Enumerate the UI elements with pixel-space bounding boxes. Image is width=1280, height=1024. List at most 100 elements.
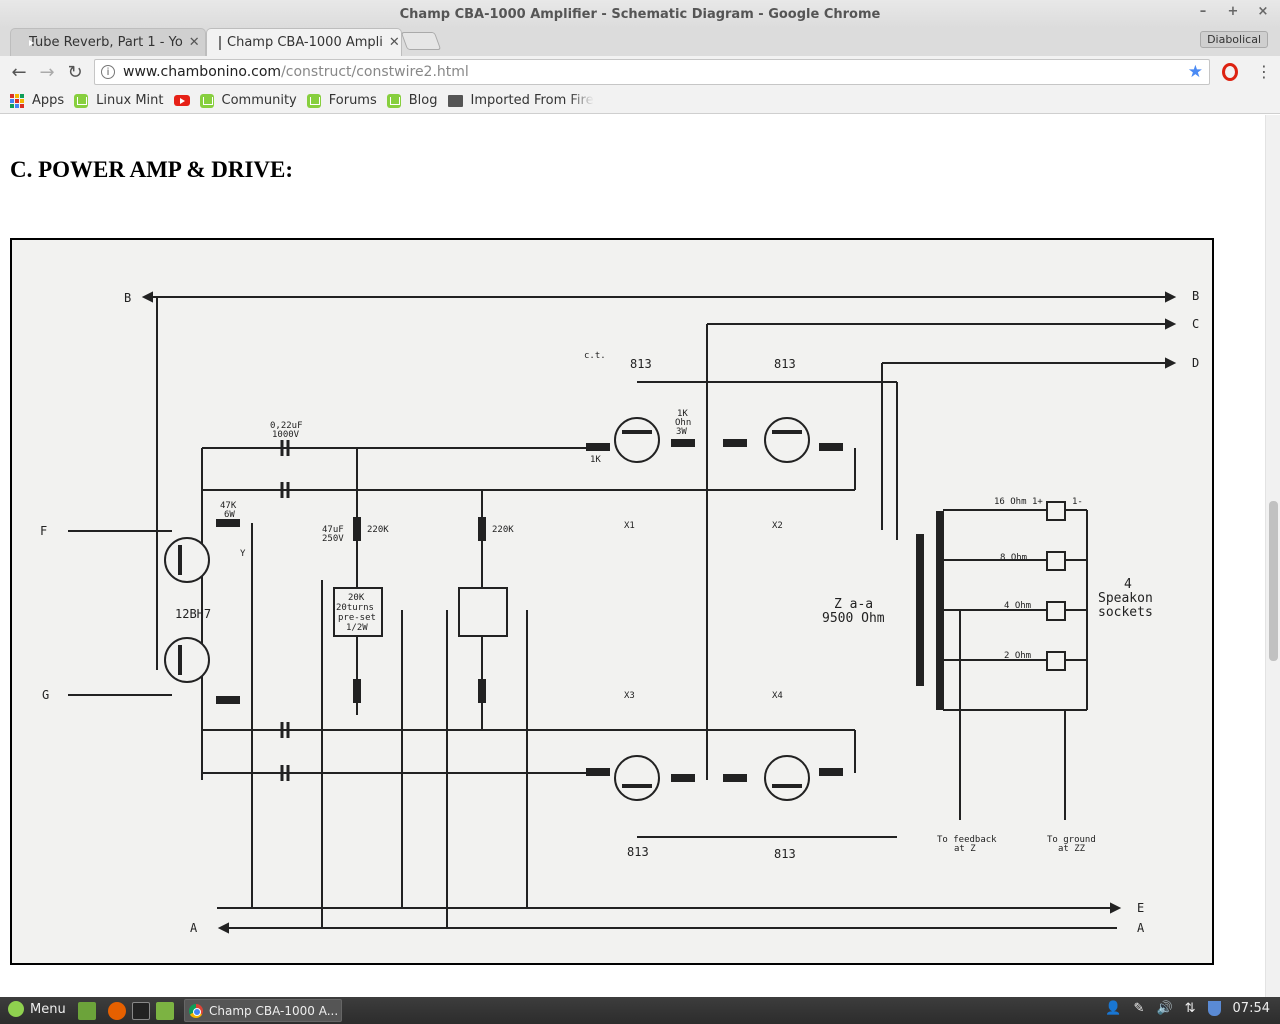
bookmark-youtube[interactable] bbox=[173, 91, 190, 111]
resistor-watt: 3W bbox=[676, 427, 687, 437]
note: at ZZ bbox=[1058, 844, 1086, 854]
reload-icon[interactable]: ↻ bbox=[67, 61, 83, 83]
opera-extension-icon[interactable] bbox=[1222, 63, 1238, 81]
tap-pin: 1+ bbox=[1032, 497, 1043, 507]
terminal-label: C bbox=[1192, 317, 1199, 331]
preset-turns: 20turns bbox=[336, 603, 374, 613]
new-tab-button[interactable] bbox=[400, 32, 442, 50]
preset-watt: 1/2W bbox=[346, 623, 368, 633]
start-menu-button[interactable]: Menu bbox=[8, 1001, 66, 1017]
firefox-icon[interactable] bbox=[108, 1002, 126, 1020]
page-icon bbox=[219, 35, 221, 50]
sockets-label: sockets bbox=[1098, 605, 1153, 620]
pin-label: Y bbox=[240, 549, 246, 559]
show-desktop-icon[interactable] bbox=[78, 1002, 96, 1020]
mint-icon bbox=[306, 93, 321, 108]
resistor-value: 47K bbox=[220, 501, 237, 511]
chrome-icon bbox=[189, 1003, 203, 1018]
url-path: /construct/constwire2.html bbox=[281, 64, 469, 80]
kebab-menu-icon[interactable]: ⋮ bbox=[1256, 62, 1272, 81]
page-heading: C. POWER AMP & DRIVE: bbox=[10, 157, 294, 182]
taskbar-chrome-window[interactable]: Champ CBA-1000 A... bbox=[184, 999, 342, 1022]
user-icon[interactable]: 👤 bbox=[1105, 1001, 1122, 1016]
window-title: Champ CBA-1000 Amplifier - Schematic Dia… bbox=[399, 6, 881, 22]
bookmark-apps[interactable]: Apps bbox=[10, 91, 64, 111]
bookmark-folder-imported[interactable]: Imported From Fire bbox=[447, 91, 594, 111]
back-icon[interactable]: ← bbox=[11, 61, 27, 83]
clock[interactable]: 07:54 bbox=[1232, 1001, 1270, 1016]
bookmark-forums[interactable]: Forums bbox=[306, 91, 377, 111]
shield-icon[interactable] bbox=[1207, 1001, 1221, 1016]
note: To feedback bbox=[937, 835, 997, 845]
bookmark-blog[interactable]: Blog bbox=[386, 91, 438, 111]
mint-icon bbox=[386, 93, 401, 108]
tab-strip: Tube Reverb, Part 1 - Yo ✕ Champ CBA-100… bbox=[0, 28, 1280, 56]
pin-label: X3 bbox=[624, 691, 635, 701]
pin-label: X1 bbox=[624, 521, 635, 531]
terminal-label: F bbox=[40, 524, 47, 538]
mint-logo-icon bbox=[8, 1001, 24, 1017]
browser-toolbar: ← → ↻ i www.chambonino.com/construct/con… bbox=[0, 56, 1280, 88]
address-bar[interactable]: i www.chambonino.com/construct/constwire… bbox=[94, 59, 1210, 85]
files-icon[interactable] bbox=[156, 1002, 174, 1020]
scrollbar-thumb[interactable] bbox=[1269, 501, 1278, 661]
transformer-label: Z a-a bbox=[834, 597, 873, 612]
tab-label: Champ CBA-1000 Ampli bbox=[227, 35, 383, 50]
bookmark-community[interactable]: Community bbox=[199, 91, 297, 111]
bookmark-label: Community bbox=[221, 93, 297, 108]
close-tab-icon[interactable]: ✕ bbox=[388, 35, 400, 50]
terminal-label: A bbox=[1137, 921, 1145, 935]
resistor-value: 220K bbox=[492, 525, 514, 535]
mint-icon bbox=[199, 93, 214, 108]
terminal-label: G bbox=[42, 688, 49, 702]
tab-tube-reverb[interactable]: Tube Reverb, Part 1 - Yo ✕ bbox=[10, 28, 206, 56]
preset-type: pre-set bbox=[338, 613, 376, 623]
note: at Z bbox=[954, 844, 976, 854]
terminal-label: E bbox=[1137, 901, 1144, 915]
terminal-label: D bbox=[1192, 356, 1199, 370]
pin-label: c.t. bbox=[584, 351, 606, 361]
network-icon[interactable]: ⇅ bbox=[1184, 1001, 1196, 1016]
cap-value: 47uF bbox=[322, 525, 344, 535]
tap-label: 4 Ohm bbox=[1004, 601, 1031, 611]
tab-label: Tube Reverb, Part 1 - Yo bbox=[29, 35, 183, 50]
apps-grid-icon bbox=[10, 93, 24, 108]
page-scrollbar[interactable] bbox=[1265, 115, 1280, 997]
profile-button[interactable]: Diabolical bbox=[1200, 31, 1268, 48]
minimize-icon[interactable]: – bbox=[1199, 4, 1207, 19]
schematic-image: B B C D F G E A A 813 813 813 813 12BH7 … bbox=[10, 238, 1214, 965]
maximize-icon[interactable]: + bbox=[1227, 4, 1239, 19]
tap-pin: 1- bbox=[1072, 497, 1083, 507]
close-tab-icon[interactable]: ✕ bbox=[188, 35, 200, 50]
bookmark-linux-mint[interactable]: Linux Mint bbox=[74, 91, 164, 111]
schematic-svg: B B C D F G E A A 813 813 813 813 12BH7 … bbox=[40, 289, 1199, 935]
preset-value: 20K bbox=[348, 593, 365, 603]
page-viewport: C. POWER AMP & DRIVE: bbox=[0, 115, 1265, 997]
bookmark-star-icon[interactable]: ★ bbox=[1187, 62, 1203, 82]
tap-label: 8 Ohm bbox=[1000, 553, 1027, 563]
tube-label: 12BH7 bbox=[175, 607, 211, 621]
terminal-label: B bbox=[1192, 289, 1199, 303]
tube-label: 813 bbox=[630, 357, 652, 371]
info-icon[interactable]: i bbox=[101, 65, 115, 79]
tab-champ-schematic[interactable]: Champ CBA-1000 Ampli ✕ bbox=[206, 28, 402, 56]
close-window-icon[interactable]: × bbox=[1257, 4, 1269, 19]
terminal-icon[interactable] bbox=[132, 1002, 150, 1020]
tube-label: 813 bbox=[774, 847, 796, 861]
tube-label: 813 bbox=[627, 845, 649, 859]
forward-icon[interactable]: → bbox=[39, 61, 55, 83]
pin-label: X2 bbox=[772, 521, 783, 531]
pen-icon[interactable]: ✎ bbox=[1133, 1001, 1145, 1016]
window-titlebar: Champ CBA-1000 Amplifier - Schematic Dia… bbox=[0, 0, 1280, 28]
terminal-label: B bbox=[124, 291, 131, 305]
bookmark-label: Linux Mint bbox=[96, 93, 164, 108]
bookmark-label: Forums bbox=[328, 93, 377, 108]
tube-label: 813 bbox=[774, 357, 796, 371]
tap-label: 16 Ohm bbox=[994, 497, 1027, 507]
system-tray: 👤 ✎ 🔊 ⇅ 07:54 bbox=[1105, 1001, 1270, 1016]
window-controls: – + × bbox=[1196, 4, 1270, 19]
volume-icon[interactable]: 🔊 bbox=[1156, 1001, 1173, 1016]
folder-icon bbox=[447, 94, 463, 107]
youtube-icon bbox=[173, 95, 190, 106]
